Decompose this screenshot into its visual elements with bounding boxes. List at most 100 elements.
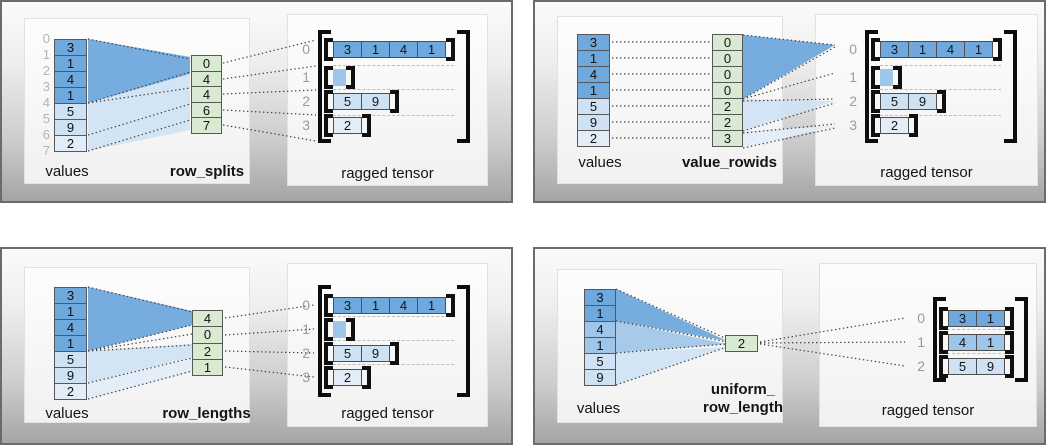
quadrant-value-rowids: 3 1 4 1 5 9 2 0 0 0 0 2 2 3 values value… <box>533 0 1046 203</box>
method-cell: 4 <box>192 310 223 328</box>
tensor-open-bracket <box>318 285 331 397</box>
row-index-label: 1 <box>302 69 310 85</box>
value-cell: 5 <box>54 103 87 120</box>
row-index-label: 3 <box>302 369 310 385</box>
row-separator <box>333 316 454 317</box>
value-cell: 4 <box>54 71 87 88</box>
value-cell: 1 <box>584 337 616 354</box>
row-splits-column: 0 4 4 6 7 <box>191 55 222 134</box>
tensor-cell: 2 <box>333 369 362 386</box>
value-cell: 1 <box>584 305 616 322</box>
uniform-row-length-cell: 2 <box>725 335 758 352</box>
method-caption-line2: row_length <box>702 399 783 416</box>
row-index-label: 0 <box>849 41 857 57</box>
tensor-cell: 1 <box>417 41 446 58</box>
value-cell: 1 <box>54 303 87 320</box>
tensor-cell: 3 <box>333 41 362 58</box>
quadrant-row-splits: 0 1 2 3 4 5 6 7 3 1 4 1 5 9 2 0 4 4 6 7 … <box>0 0 513 203</box>
tensor-cell: 1 <box>361 41 390 58</box>
open-bracket-icon <box>324 294 333 317</box>
close-bracket-icon <box>346 318 355 341</box>
method-caption: row_splits <box>169 163 245 180</box>
close-bracket-icon <box>1005 331 1014 354</box>
value-cell: 9 <box>584 369 616 386</box>
ragged-tensor-caption: ragged tensor <box>880 164 973 181</box>
close-bracket-icon <box>362 114 371 137</box>
open-bracket-icon <box>871 38 880 61</box>
open-bracket-icon <box>871 90 880 113</box>
method-cell: 2 <box>192 342 223 360</box>
row-index-label: 2 <box>302 93 310 109</box>
tensor-row: 3 1 4 1 <box>871 38 1002 61</box>
tensor-cell: 9 <box>361 93 390 110</box>
tensor-cell: 3 <box>333 297 362 314</box>
method-cell: 3 <box>712 130 743 147</box>
open-bracket-icon <box>324 342 333 365</box>
value-cell: 5 <box>577 98 610 115</box>
method-cell: 7 <box>191 117 222 134</box>
value-rowids-column: 0 0 0 0 2 2 3 <box>712 34 743 147</box>
tensor-row: 4 1 <box>939 331 1014 354</box>
method-caption-line1: uniform_ <box>710 381 776 398</box>
close-bracket-icon <box>390 90 399 113</box>
tensor-row-empty <box>871 66 902 89</box>
values-column: 3 1 4 1 5 9 2 <box>54 39 87 152</box>
tensor-cell: 9 <box>361 345 390 362</box>
tensor-row: 5 9 <box>324 90 399 113</box>
tensor-row: 5 9 <box>324 342 399 365</box>
value-cell: 9 <box>54 119 87 136</box>
close-bracket-icon <box>937 90 946 113</box>
row-index-label: 1 <box>302 321 310 337</box>
close-bracket-icon <box>993 38 1002 61</box>
method-cell: 4 <box>191 86 222 103</box>
tensor-cell: 4 <box>936 41 965 58</box>
value-cell: 3 <box>54 39 87 56</box>
row-separator <box>880 89 1001 90</box>
values-column: 3 1 4 1 5 9 <box>584 289 616 386</box>
value-cell: 9 <box>577 114 610 131</box>
close-bracket-icon <box>1005 355 1014 378</box>
value-cell: 3 <box>577 34 610 51</box>
close-bracket-icon <box>362 366 371 389</box>
tensor-open-bracket <box>318 30 331 143</box>
tensor-cell: 3 <box>880 41 909 58</box>
quadrant-uniform-row-length: 3 1 4 1 5 9 2 values uniform_ row_length… <box>533 247 1046 445</box>
tensor-cell: 5 <box>333 93 362 110</box>
tensor-row: 3 1 4 1 <box>324 294 455 317</box>
row-index-label: 0 <box>917 310 925 326</box>
tensor-cell: 1 <box>976 334 1005 351</box>
row-separator <box>333 115 454 116</box>
method-cell: 0 <box>192 326 223 344</box>
value-cell: 2 <box>577 130 610 147</box>
tensor-cell: 2 <box>333 117 362 134</box>
tensor-row: 3 1 <box>939 307 1014 330</box>
row-index-label: 1 <box>917 334 925 350</box>
value-index-label: 3 <box>42 79 50 94</box>
tensor-row: 3 1 4 1 <box>324 38 455 61</box>
value-index-label: 5 <box>42 111 50 126</box>
value-cell: 4 <box>584 321 616 338</box>
empty-row-fill <box>880 69 893 86</box>
tensor-cell: 2 <box>880 117 909 134</box>
tensor-close-bracket <box>457 285 470 397</box>
method-cell: 1 <box>192 358 223 376</box>
method-cell: 0 <box>712 34 743 51</box>
ragged-tensor-caption: ragged tensor <box>881 402 975 419</box>
close-bracket-icon <box>446 38 455 61</box>
tensor-cell: 1 <box>964 41 993 58</box>
tensor-close-bracket <box>1004 30 1017 143</box>
tensor-row: 2 <box>324 114 371 137</box>
tensor-row: 2 <box>324 366 371 389</box>
tensor-cell: 1 <box>908 41 937 58</box>
value-cell: 3 <box>54 287 87 304</box>
open-bracket-icon <box>324 38 333 61</box>
value-index-label: 0 <box>42 31 50 46</box>
tensor-row: 2 <box>871 114 918 137</box>
tensor-open-bracket <box>865 30 878 143</box>
value-cell: 1 <box>577 82 610 99</box>
method-cell: 4 <box>191 70 222 87</box>
close-bracket-icon <box>446 294 455 317</box>
tensor-cell: 3 <box>948 310 977 327</box>
tensor-cell: 1 <box>417 297 446 314</box>
row-index-label: 2 <box>849 93 857 109</box>
